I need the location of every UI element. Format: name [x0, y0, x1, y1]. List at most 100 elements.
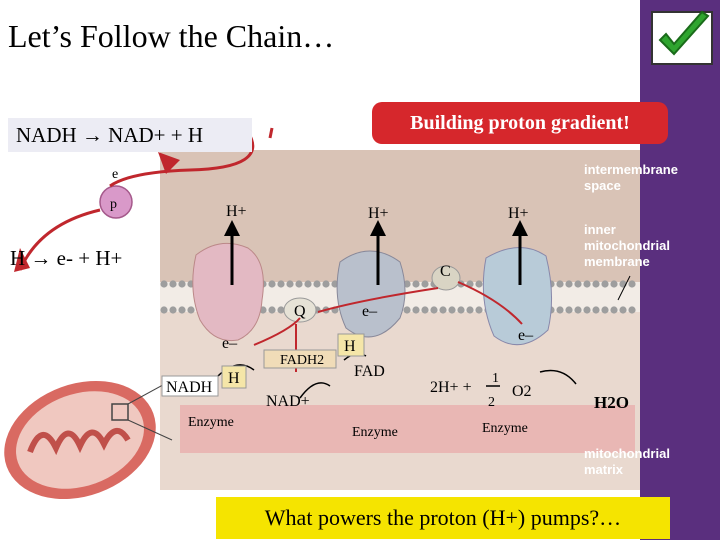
- lipid-head: [601, 280, 609, 288]
- electron-label-1: e–: [222, 335, 238, 352]
- lipid-head: [556, 280, 564, 288]
- inner-membrane-label: inner mitochondrial membrane: [584, 222, 670, 269]
- nad-plus-label: NAD+: [266, 393, 310, 410]
- proton-label-1: H+: [226, 203, 247, 220]
- matrix-label-wrap: mitochondrial matrix: [584, 446, 670, 477]
- lipid-head: [277, 280, 285, 288]
- membrane-pointer: [617, 275, 631, 301]
- pump-arrowhead-2: [370, 220, 386, 236]
- diagram-labels: H+ H+ H+ C Q e– e– e–: [222, 203, 534, 352]
- electron-path-2: [317, 287, 439, 313]
- pump-arrowhead-3: [512, 220, 528, 236]
- lipid-head: [421, 306, 429, 314]
- electron-path-3: [457, 281, 523, 325]
- lipid-head: [610, 306, 618, 314]
- fad-label: FAD: [354, 363, 385, 380]
- electron-path-1: [253, 317, 301, 346]
- proton-label-2: H+: [368, 205, 389, 222]
- complex-c-label: C: [440, 263, 451, 280]
- mitochondrion-illustration: [4, 381, 156, 499]
- lipid-head: [277, 306, 285, 314]
- lipid-head: [187, 306, 195, 314]
- proton-label: p: [110, 197, 117, 212]
- h-box-1: [221, 365, 247, 389]
- ubiquinone: [283, 297, 317, 323]
- lipid-head: [583, 306, 591, 314]
- nadh-box: [161, 375, 219, 397]
- checkmark-icon: [651, 10, 713, 65]
- lipid-head: [268, 280, 276, 288]
- water-label: H2O: [594, 393, 629, 412]
- lipid-head: [466, 306, 474, 314]
- lipid-head: [304, 280, 312, 288]
- matrix-label: mitochondrial matrix: [584, 446, 670, 477]
- lipid-head: [412, 306, 420, 314]
- matrix-region: [160, 310, 640, 490]
- enzyme-label-3: Enzyme: [482, 421, 528, 436]
- complex-iii: [336, 250, 406, 338]
- h-label-1: H: [228, 370, 240, 387]
- reaction-left: 2H+ +: [430, 379, 472, 396]
- lipid-head: [403, 306, 411, 314]
- nad-arrow: [299, 382, 331, 399]
- water-arrow: [539, 369, 577, 385]
- fraction-numerator: 1: [492, 371, 499, 386]
- inner-membrane-label-wrap: inner mitochondrial membrane: [584, 222, 670, 269]
- lipid-head: [556, 306, 564, 314]
- pump-arrowhead-1: [224, 220, 240, 236]
- lipid-head: [610, 280, 618, 288]
- lipid-head: [619, 306, 627, 314]
- enzyme-label-1: Enzyme: [188, 415, 234, 430]
- hydrogen-split-equation: H → e- + H+: [10, 246, 123, 270]
- lipid-head: [448, 306, 456, 314]
- lipid-head: [439, 306, 447, 314]
- lipid-head: [169, 280, 177, 288]
- lipid-head: [574, 280, 582, 288]
- electron-stripping-arrow: [109, 131, 255, 188]
- h-box-2: [337, 333, 365, 357]
- lipid-head: [160, 280, 168, 288]
- lipid-head: [178, 306, 186, 314]
- arrowhead-2: [14, 248, 30, 272]
- question-banner: What powers the proton (H+) pumps?…: [216, 497, 670, 539]
- cytochrome-c: [431, 265, 461, 291]
- complex-iv: [482, 247, 553, 346]
- lipid-head: [313, 280, 321, 288]
- lipid-head: [592, 280, 600, 288]
- lipid-head: [322, 280, 330, 288]
- electron-label: e: [112, 167, 118, 182]
- lipid-head: [475, 306, 483, 314]
- lipid-head: [430, 306, 438, 314]
- electron-label-2: e–: [362, 303, 378, 320]
- enzyme-band: [180, 405, 635, 453]
- decorative-side-stripe: [640, 0, 720, 540]
- fadh2-label: FADH2: [280, 353, 324, 368]
- q-label: Q: [294, 303, 306, 320]
- lipid-head: [601, 306, 609, 314]
- proton-pump-arrows: [230, 232, 522, 285]
- proton-label-3: H+: [508, 205, 529, 222]
- zoom-line-lower: [127, 419, 173, 441]
- lipid-head: [565, 280, 573, 288]
- arrowhead-1: [158, 152, 180, 174]
- nadh-oxidation-equation: NADH → NAD+ + H: [8, 118, 252, 152]
- lipid-head: [268, 306, 276, 314]
- intermembrane-label: intermembrane space: [584, 162, 678, 193]
- slide-title: Let’s Follow the Chain…: [8, 18, 335, 54]
- lipid-head: [583, 280, 591, 288]
- lipid-head: [592, 306, 600, 314]
- fadh2-box: [263, 349, 337, 369]
- lipid-head: [178, 280, 186, 288]
- lipid-head: [628, 306, 636, 314]
- proton-gradient-badge: Building proton gradient!: [372, 102, 668, 144]
- lipid-head: [565, 306, 573, 314]
- lipid-head: [169, 306, 177, 314]
- h-label-2: H: [344, 338, 356, 355]
- lipid-head: [160, 306, 168, 314]
- electron-label-3: e–: [518, 327, 534, 344]
- atom-icon: p e: [99, 167, 133, 219]
- nadh-label: NADH: [166, 379, 213, 396]
- lipid-head: [574, 306, 582, 314]
- fraction-denominator: 2: [488, 395, 495, 410]
